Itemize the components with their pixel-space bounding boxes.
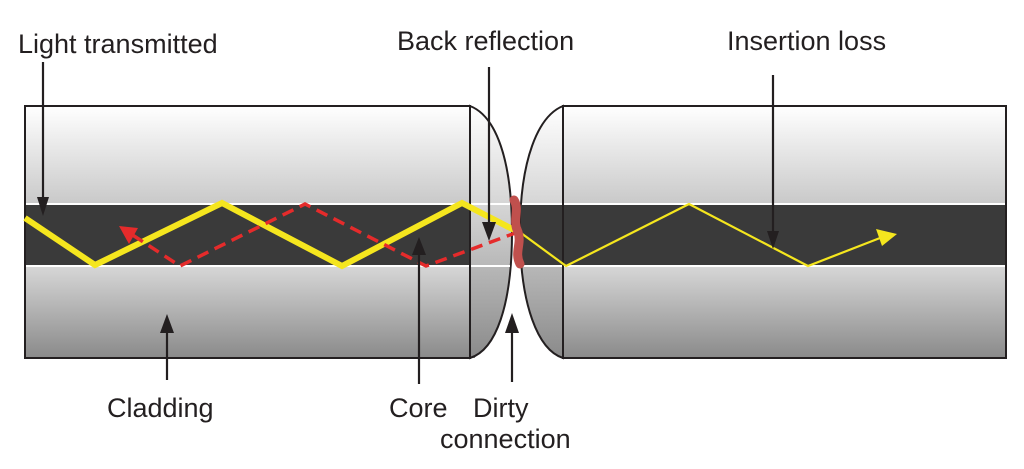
label-connection: connection [440,424,571,454]
label-light-transmitted: Light transmitted [18,29,218,59]
left-cladding-top [25,106,475,204]
left-fiber [24,104,514,360]
right-cladding-bottom [560,266,1006,358]
label-dirty: Dirty [473,393,529,423]
pointer-arrows [37,62,779,384]
right-cladding-top [560,106,1006,204]
right-fiber [518,104,1007,360]
insertion-loss-arrowhead [876,229,897,246]
light-transmitted-ray [23,199,522,270]
back-reflection-ray [127,202,519,269]
insertion-loss-pointer-head [767,231,779,249]
dirty-connection-pointer-head [505,313,519,333]
label-cladding: Cladding [107,393,214,423]
left-cladding-bottom [25,266,475,358]
right-core [520,204,1006,266]
label-back-reflection: Back reflection [397,26,574,56]
back-reflection-arrowhead [119,226,138,244]
light-transmitted-pointer-head [37,197,49,216]
right-core-over-end [521,204,566,266]
left-fiber-outline [24,105,471,359]
insertion-loss-ray [520,202,881,268]
label-core: Core [389,393,448,423]
cladding-pointer-head [160,314,174,333]
dirt-particle [509,195,525,269]
right-fiber-outline [562,105,1007,359]
back-reflection-pointer-head [482,222,496,241]
core-pointer-head [412,237,426,255]
label-insertion-loss: Insertion loss [727,26,886,56]
